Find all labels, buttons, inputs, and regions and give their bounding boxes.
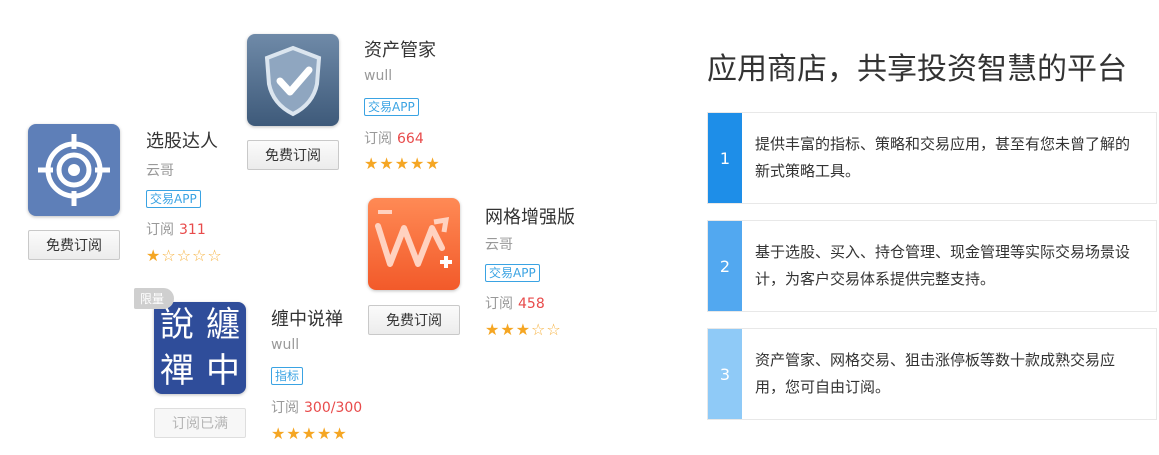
app-name: 资产管家 xyxy=(364,40,436,61)
star-empty-icon: ☆ xyxy=(546,320,562,339)
star-filled-icon: ★ xyxy=(425,154,441,173)
limited-badge: 限量 xyxy=(134,288,175,309)
star-filled-icon: ★ xyxy=(301,424,318,443)
subscription-full-button[interactable]: 订阅已满 xyxy=(154,408,246,438)
star-filled-icon: ★ xyxy=(410,154,426,173)
star-filled-icon: ★ xyxy=(146,246,162,265)
star-empty-icon: ☆ xyxy=(207,246,223,265)
star-rating: ★★★★★ xyxy=(364,154,441,173)
star-filled-icon: ★ xyxy=(271,424,287,443)
app-name: 网格增强版 xyxy=(485,207,575,228)
subscribe-button[interactable]: 免费订阅 xyxy=(247,140,339,170)
star-filled-icon: ★ xyxy=(317,424,333,443)
feature-item: 3 资产管家、网格交易、狙击涨停板等数十款成熟交易应用，您可自由订阅。 xyxy=(707,328,1157,420)
star-empty-icon: ☆ xyxy=(192,246,208,265)
app-author: 云哥 xyxy=(485,237,513,253)
star-rating: ★★★★★ xyxy=(271,424,348,443)
app-tag: 交易APP xyxy=(364,98,419,116)
star-empty-icon: ☆ xyxy=(176,246,193,265)
feature-item: 1 提供丰富的指标、策略和交易应用，甚至有您未曾了解的新式策略工具。 xyxy=(707,112,1157,204)
shield-check-icon[interactable] xyxy=(247,34,339,126)
subscribe-button[interactable]: 免费订阅 xyxy=(368,305,460,335)
page-title: 应用商店，共享投资智慧的平台 xyxy=(707,52,1127,87)
star-filled-icon: ★ xyxy=(379,154,395,173)
crosshair-target-icon[interactable] xyxy=(28,124,120,216)
app-name: 选股达人 xyxy=(146,131,218,152)
app-tag: 交易APP xyxy=(485,264,540,282)
star-filled-icon: ★ xyxy=(485,320,501,339)
star-filled-icon: ★ xyxy=(332,424,348,443)
star-filled-icon: ★ xyxy=(515,320,532,339)
app-author: wull xyxy=(271,337,300,353)
feature-number: 3 xyxy=(708,329,742,419)
app-name: 缠中说禅 xyxy=(271,309,343,330)
star-rating: ★☆☆☆☆ xyxy=(146,246,223,265)
feature-number: 2 xyxy=(708,221,742,311)
star-filled-icon: ★ xyxy=(286,424,302,443)
app-author: 云哥 xyxy=(146,163,174,179)
logo-text: 纏 xyxy=(206,305,240,345)
app-author: wull xyxy=(364,68,393,84)
grid-wave-icon[interactable] xyxy=(368,198,460,290)
calligraphy-logo-icon[interactable]: 說 纏 禪 中 xyxy=(154,302,246,394)
star-filled-icon: ★ xyxy=(364,154,380,173)
feature-text: 基于选股、买入、持仓管理、现金管理等实际交易场景设计，为客户交易体系提供完整支持… xyxy=(755,243,1131,288)
app-tag: 交易APP xyxy=(146,190,201,208)
logo-text: 中 xyxy=(206,351,240,391)
logo-text: 說 xyxy=(160,305,194,345)
subscribe-button[interactable]: 免费订阅 xyxy=(28,230,120,260)
feature-text: 资产管家、网格交易、狙击涨停板等数十款成熟交易应用，您可自由订阅。 xyxy=(755,351,1116,396)
feature-item: 2 基于选股、买入、持仓管理、现金管理等实际交易场景设计，为客户交易体系提供完整… xyxy=(707,220,1157,312)
star-empty-icon: ☆ xyxy=(531,320,547,339)
star-empty-icon: ☆ xyxy=(161,246,177,265)
feature-text: 提供丰富的指标、策略和交易应用，甚至有您未曾了解的新式策略工具。 xyxy=(755,135,1131,180)
star-rating: ★★★☆☆ xyxy=(485,320,562,339)
app-tag: 指标 xyxy=(271,367,304,385)
star-filled-icon: ★ xyxy=(500,320,516,339)
logo-text: 禪 xyxy=(160,351,194,391)
star-filled-icon: ★ xyxy=(394,154,411,173)
feature-number: 1 xyxy=(708,113,742,203)
